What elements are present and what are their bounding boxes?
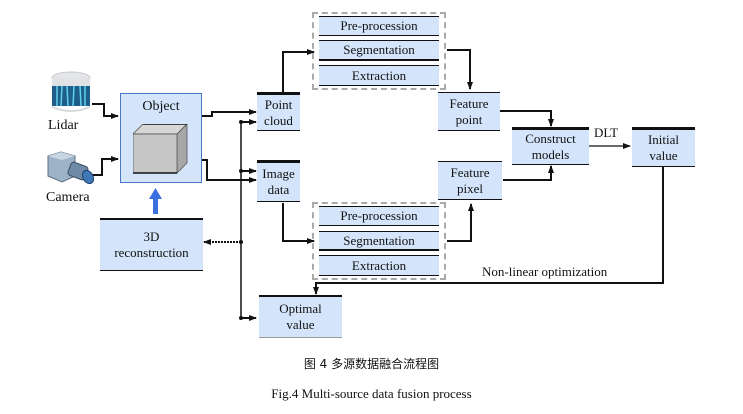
top-extraction-step: Extraction xyxy=(319,65,439,86)
dlt-label: DLT xyxy=(594,125,619,140)
node-text: Optimal xyxy=(279,301,322,316)
node-text: reconstruction xyxy=(114,245,189,260)
edge-featurepixel-construct xyxy=(503,165,554,181)
edge-nonlinear xyxy=(313,167,664,295)
lidar-label: Lidar xyxy=(48,118,79,133)
node-text: cloud xyxy=(264,112,293,128)
edge-featurepoint-construct xyxy=(500,110,554,127)
node-text: 3D xyxy=(143,229,160,244)
edge-pipeline-featurepoint xyxy=(447,49,473,90)
camera-label: Camera xyxy=(46,190,90,205)
edge-object-imagedata xyxy=(202,159,257,183)
edge-object-pointcloud xyxy=(202,109,257,117)
node-text: Feature xyxy=(449,95,489,111)
camera-icon xyxy=(45,150,95,188)
node-text: pixel xyxy=(456,180,483,196)
lidar-icon xyxy=(50,70,92,115)
edge-pipeline-featurepixel xyxy=(447,203,474,242)
node-text: Point xyxy=(264,96,293,112)
edge-camera-object xyxy=(92,156,119,176)
bottom-preprocession-step: Pre-procession xyxy=(319,206,439,226)
edge-pointcloud-pipeline xyxy=(282,49,315,92)
top-preprocession-step: Pre-procession xyxy=(319,16,439,36)
bottom-segmentation-step: Segmentation xyxy=(319,231,439,251)
node-text: value xyxy=(649,148,678,163)
top-segmentation-step: Segmentation xyxy=(319,40,439,61)
node-text: models xyxy=(531,147,570,162)
caption-english: Fig.4 Multi-source data fusion process xyxy=(271,386,472,401)
bottom-extraction-step: Extraction xyxy=(319,255,439,276)
object-title: Object xyxy=(142,99,180,114)
top-pipeline-group xyxy=(312,12,446,90)
nonlinear-label: Non-linear optimization xyxy=(482,264,608,279)
cube-icon xyxy=(133,124,188,174)
object-node: Object xyxy=(120,93,202,183)
node-text: point xyxy=(455,111,483,127)
node-text: Image xyxy=(262,166,295,181)
bottom-pipeline-group xyxy=(312,202,446,280)
edge-imagedata-pipeline xyxy=(282,203,315,244)
edge-lidar-object xyxy=(92,103,119,119)
node-text: Initial xyxy=(647,132,680,147)
node-text: data xyxy=(267,182,290,197)
blue-up-arrow xyxy=(149,188,162,214)
node-text: Feature xyxy=(450,164,490,180)
caption-chinese: 图 4 多源数据融合流程图 xyxy=(303,357,440,371)
node-text: value xyxy=(286,317,315,332)
node-text: Construct xyxy=(525,131,576,146)
